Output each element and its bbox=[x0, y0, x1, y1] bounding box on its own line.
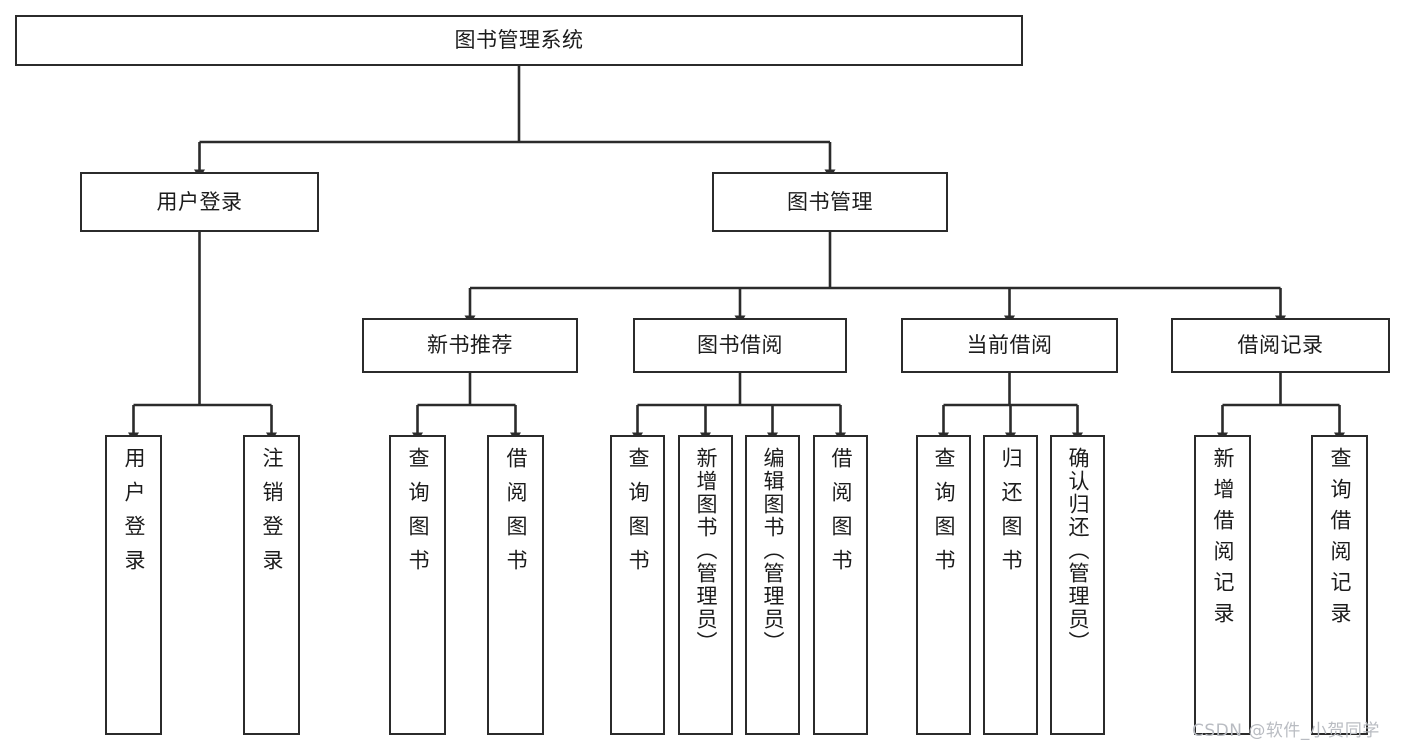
node-leaf-borrow-book-1[interactable]: 借阅图书 bbox=[487, 435, 544, 735]
node-label: 借阅记录 bbox=[1237, 333, 1324, 358]
node-book-manage[interactable]: 图书管理 bbox=[712, 172, 948, 232]
node-leaf-user-login[interactable]: 用户登录 bbox=[105, 435, 162, 735]
node-label: 新增借阅记录 bbox=[1211, 447, 1235, 633]
node-label: 编辑图书（管理员） bbox=[761, 447, 785, 654]
csdn-watermark: CSDN @软件_小贺同学 bbox=[1192, 721, 1380, 741]
node-label: 查询借阅记录 bbox=[1328, 447, 1352, 633]
node-label: 用户登录 bbox=[122, 447, 146, 583]
node-leaf-borrow-book-2[interactable]: 借阅图书 bbox=[813, 435, 868, 735]
node-new-book-rec[interactable]: 新书推荐 bbox=[362, 318, 578, 373]
node-label: 当前借阅 bbox=[966, 333, 1053, 358]
node-label: 借阅图书 bbox=[829, 447, 853, 583]
node-leaf-query-book-1[interactable]: 查询图书 bbox=[389, 435, 446, 735]
node-leaf-return-book[interactable]: 归还图书 bbox=[983, 435, 1038, 735]
node-label: 查询图书 bbox=[406, 447, 430, 583]
node-label: 用户登录 bbox=[156, 189, 243, 214]
node-label: 查询图书 bbox=[932, 447, 956, 583]
node-leaf-query-book-3[interactable]: 查询图书 bbox=[916, 435, 971, 735]
node-leaf-confirm-return[interactable]: 确认归还（管理员） bbox=[1050, 435, 1105, 735]
node-book-borrow[interactable]: 图书借阅 bbox=[633, 318, 847, 373]
node-label: 借阅图书 bbox=[504, 447, 528, 583]
node-leaf-add-record[interactable]: 新增借阅记录 bbox=[1194, 435, 1251, 735]
node-leaf-logout[interactable]: 注销登录 bbox=[243, 435, 300, 735]
node-label: 新书推荐 bbox=[427, 333, 513, 358]
node-leaf-edit-book[interactable]: 编辑图书（管理员） bbox=[745, 435, 800, 735]
node-user-login[interactable]: 用户登录 bbox=[80, 172, 319, 232]
node-label: 图书借阅 bbox=[697, 333, 783, 358]
node-root[interactable]: 图书管理系统 bbox=[15, 15, 1023, 66]
node-label: 新增图书（管理员） bbox=[694, 447, 718, 654]
node-label: 查询图书 bbox=[626, 447, 650, 583]
node-label: 注销登录 bbox=[260, 447, 284, 583]
node-label: 归还图书 bbox=[999, 447, 1023, 583]
node-label: 图书管理系统 bbox=[454, 28, 584, 53]
node-current-borrow[interactable]: 当前借阅 bbox=[901, 318, 1118, 373]
node-label: 确认归还（管理员） bbox=[1066, 447, 1090, 654]
node-leaf-query-book-2[interactable]: 查询图书 bbox=[610, 435, 665, 735]
node-borrow-record[interactable]: 借阅记录 bbox=[1171, 318, 1390, 373]
node-label: 图书管理 bbox=[787, 189, 873, 214]
node-leaf-add-book[interactable]: 新增图书（管理员） bbox=[678, 435, 733, 735]
node-leaf-query-record[interactable]: 查询借阅记录 bbox=[1311, 435, 1368, 735]
